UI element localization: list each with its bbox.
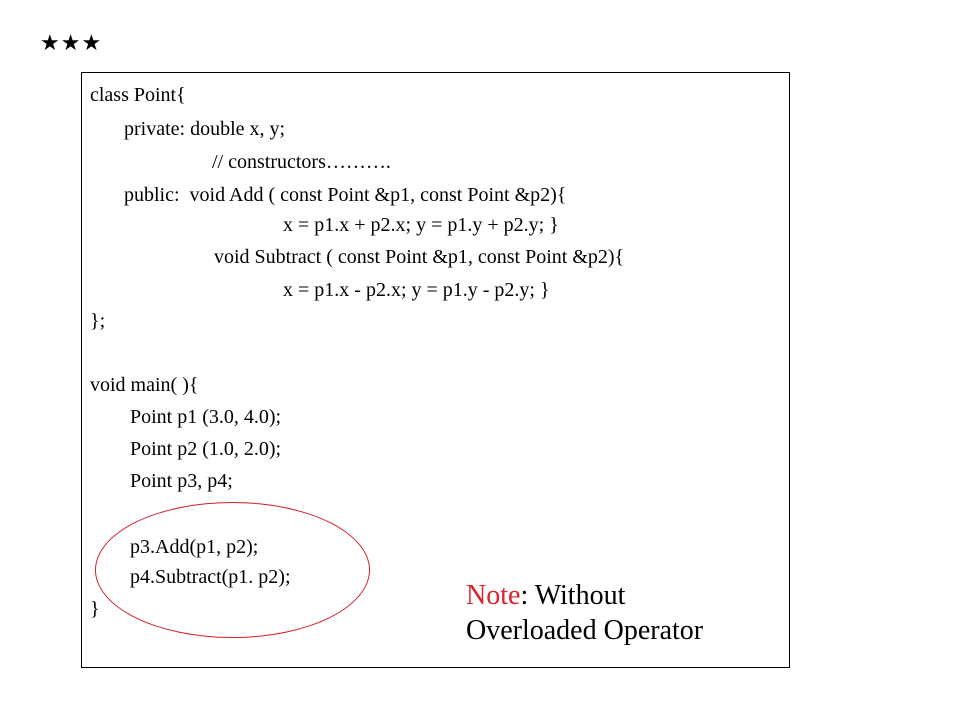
note-text-1: : Without — [520, 580, 626, 611]
code-line-class-end: }; — [90, 310, 106, 332]
code-line-comment: // constructors………. — [212, 151, 391, 173]
note-label: Note — [466, 580, 521, 611]
note-callout: Note: Without Overloaded Operator — [466, 578, 703, 648]
code-panel — [81, 72, 790, 668]
code-line-p2: Point p2 (1.0, 2.0); — [130, 438, 282, 460]
code-line-private: private: double x, y; — [124, 118, 286, 140]
code-line-p1: Point p1 (3.0, 4.0); — [130, 406, 282, 428]
code-line-public-add: public: void Add ( const Point &p1, cons… — [124, 184, 567, 206]
code-line-subtract: void Subtract ( const Point &p1, const P… — [214, 246, 625, 268]
code-line-main: void main( ){ — [90, 374, 199, 396]
highlight-ellipse — [95, 502, 370, 638]
star-rating-icon: ★★★ — [40, 31, 103, 56]
code-line-class: class Point{ — [90, 84, 186, 106]
note-line-2: Overloaded Operator — [466, 615, 704, 646]
code-line-main-end: } — [90, 598, 100, 620]
note-line-1: Note: Without — [466, 578, 703, 613]
code-line-add-body: x = p1.x + p2.x; y = p1.y + p2.y; } — [283, 214, 559, 236]
code-line-subtract-body: x = p1.x - p2.x; y = p1.y - p2.y; } — [283, 279, 550, 301]
code-line-p3-p4: Point p3, p4; — [130, 470, 233, 492]
